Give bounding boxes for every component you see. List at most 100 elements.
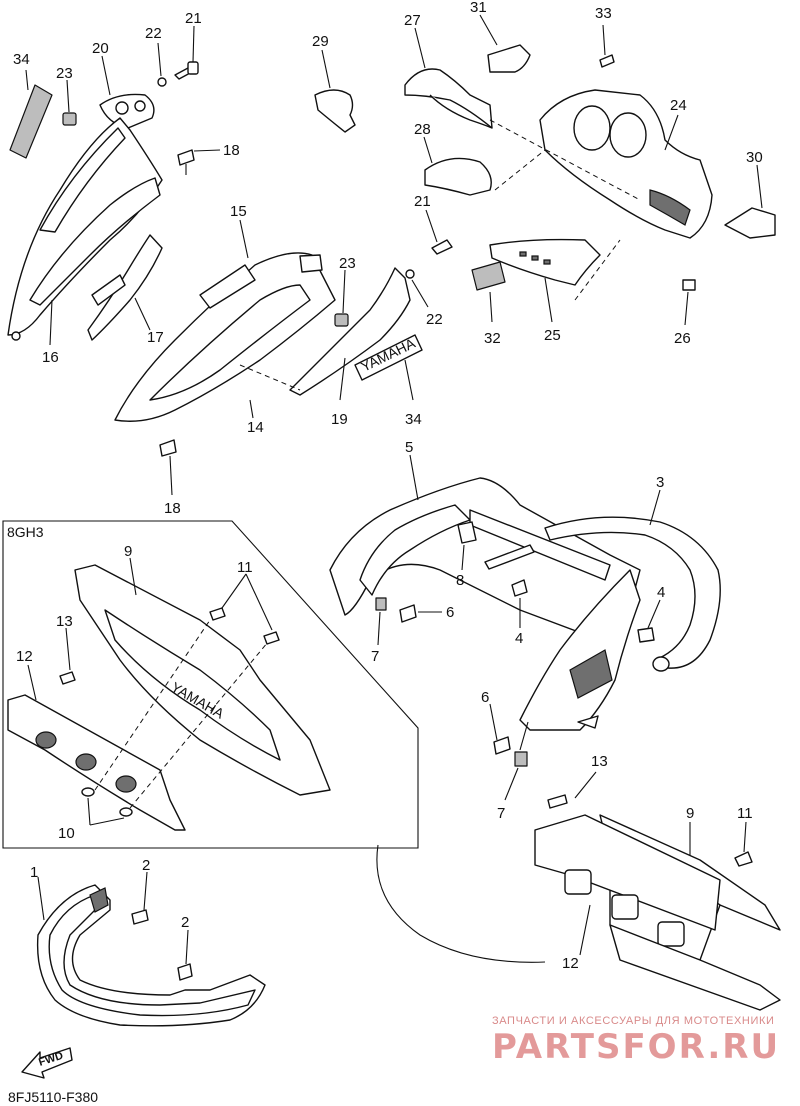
part-12-plate-right xyxy=(534,814,721,956)
part-19-panel xyxy=(289,267,411,401)
watermark-brand: PARTSFOR.RU xyxy=(492,1027,780,1067)
pin xyxy=(484,544,535,570)
label-11a: 11 xyxy=(237,559,253,576)
part-23-clip xyxy=(62,112,77,126)
part-26-screw xyxy=(682,279,696,326)
part-1-bumper xyxy=(36,876,266,1027)
label-25: 25 xyxy=(544,327,561,344)
inset-frame xyxy=(2,520,419,849)
part-3-grab-bar xyxy=(544,489,721,672)
label-28: 28 xyxy=(414,121,431,138)
part-28-cover xyxy=(423,136,492,196)
part-2-bolt-upper xyxy=(131,871,149,925)
part-16-side-panel xyxy=(7,117,163,346)
part-32-plate xyxy=(471,261,506,323)
label-3: 3 xyxy=(656,474,664,491)
label-9a: 9 xyxy=(124,543,132,560)
label-22a: 22 xyxy=(145,25,162,42)
part-4-bolt-upper xyxy=(511,579,528,628)
watermark-subtitle: ЗАПЧАСТИ И АКСЕССУАРЫ ДЛЯ МОТОТЕХНИКИ xyxy=(492,1015,774,1027)
part-21-bolt xyxy=(174,25,199,80)
part-8-block xyxy=(457,521,477,571)
part-31-bracket xyxy=(479,14,531,73)
part-15-front-cowl xyxy=(114,219,336,422)
part-23-clip-middle xyxy=(334,313,349,327)
label-2b: 2 xyxy=(181,914,189,931)
part-30-bracket xyxy=(724,164,776,239)
label-9b: 9 xyxy=(686,805,694,822)
label-12a: 12 xyxy=(16,648,33,665)
part-11-rivet-right xyxy=(734,821,753,867)
label-18a: 18 xyxy=(223,142,240,159)
label-23b: 23 xyxy=(339,255,356,272)
label-2a: 2 xyxy=(142,857,150,874)
part-7-nut-lower xyxy=(504,751,528,801)
label-27: 27 xyxy=(404,12,421,29)
part-4-bolt-lower xyxy=(637,599,661,643)
label-19: 19 xyxy=(331,411,348,428)
part-10-washers xyxy=(81,787,133,826)
fwd-arrow: FWD xyxy=(21,1047,73,1079)
label-23a: 23 xyxy=(56,65,73,82)
side-cover xyxy=(519,569,641,731)
label-34a: 34 xyxy=(13,51,30,68)
label-33: 33 xyxy=(595,5,612,22)
label-15: 15 xyxy=(230,203,247,220)
part-33-screw xyxy=(599,24,615,68)
label-10: 10 xyxy=(58,825,75,842)
label-21b: 21 xyxy=(414,193,431,210)
label-26: 26 xyxy=(674,330,691,347)
label-20: 20 xyxy=(92,40,109,57)
label-24: 24 xyxy=(670,97,687,114)
label-11b: 11 xyxy=(737,805,753,822)
label-31: 31 xyxy=(470,0,487,16)
part-7-nut-upper xyxy=(375,597,387,646)
part-11-rivets-inset xyxy=(209,573,280,645)
label-13b: 13 xyxy=(591,753,608,770)
part-18-screw-upper xyxy=(177,149,221,175)
part-2-bolt-lower xyxy=(177,929,193,981)
label-6b: 6 xyxy=(481,689,489,706)
part-6-bolt-lower xyxy=(489,703,511,755)
part-12-plate-inset xyxy=(7,664,186,831)
part-13-rivet-inset xyxy=(59,627,76,685)
label-30: 30 xyxy=(746,149,763,166)
diagram-code: 8FJ5110-F380 xyxy=(8,1089,98,1105)
label-16: 16 xyxy=(42,349,59,366)
label-1: 1 xyxy=(30,864,38,881)
label-7a: 7 xyxy=(371,648,379,665)
part-6-bolt-upper xyxy=(399,604,442,623)
label-22b: 22 xyxy=(426,311,443,328)
variant-label: 8GH3 xyxy=(7,524,44,540)
part-18-screw-lower xyxy=(159,439,177,496)
part-34-decal xyxy=(9,69,53,159)
label-7b: 7 xyxy=(497,805,505,822)
part-20-bracket xyxy=(99,55,155,129)
label-32: 32 xyxy=(484,330,501,347)
label-5: 5 xyxy=(405,439,413,456)
part-9-guard-inset: YAMAHA xyxy=(74,557,331,796)
part-25-bracket-plate xyxy=(489,238,601,323)
guard-lower xyxy=(609,924,781,1011)
part-22-washer xyxy=(157,77,167,87)
label-8: 8 xyxy=(456,572,464,589)
part-17-inner-panel xyxy=(87,234,163,341)
label-18b: 18 xyxy=(164,500,181,517)
label-6a: 6 xyxy=(446,604,454,621)
part-27-cover xyxy=(404,27,493,129)
label-34b: 34 xyxy=(405,411,422,428)
part-5-frame xyxy=(329,454,641,641)
part-22-washer-middle xyxy=(405,269,415,279)
part-21-bolt-right xyxy=(425,209,453,255)
label-17: 17 xyxy=(147,329,164,346)
label-4b: 4 xyxy=(657,584,665,601)
part-24-meter-housing xyxy=(539,89,713,239)
link-line xyxy=(376,844,546,963)
label-12b: 12 xyxy=(562,955,579,972)
part-29-cover xyxy=(314,49,356,133)
label-14: 14 xyxy=(247,419,264,436)
label-29: 29 xyxy=(312,33,329,50)
part-13-rivet-right xyxy=(547,771,597,809)
label-21a: 21 xyxy=(185,10,202,27)
